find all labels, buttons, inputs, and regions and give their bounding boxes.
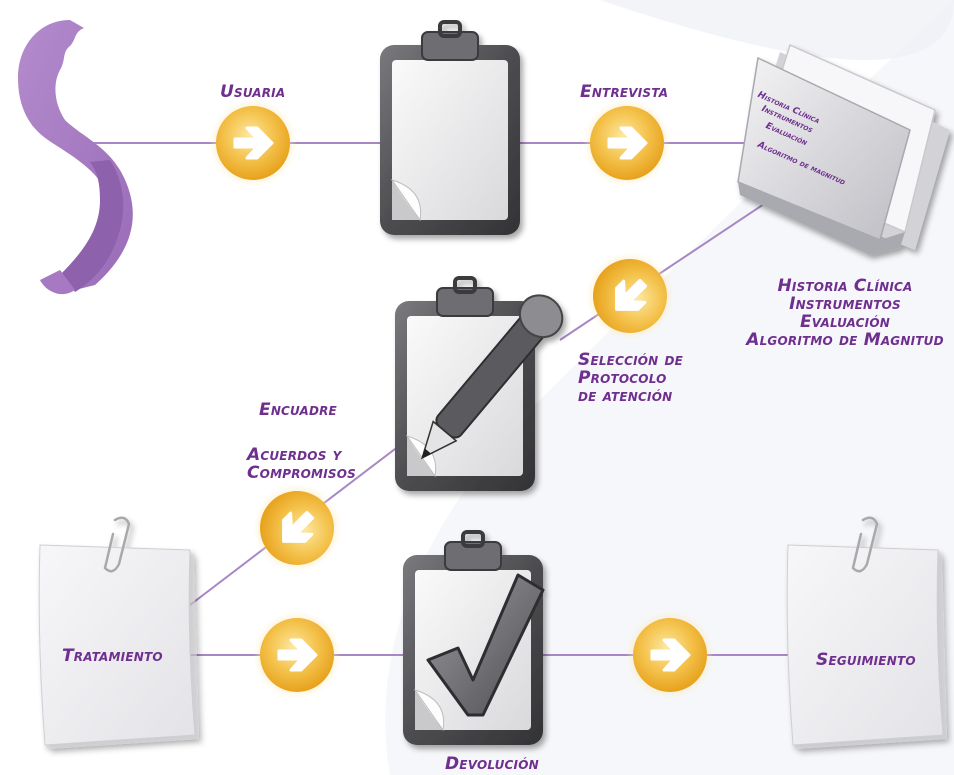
clipboard-icon [380,22,520,235]
label-historia-line-4: Algoritmo de Magnitud [745,331,945,349]
label-seleccion-line-1: Selección de [578,351,683,369]
arrow-right-icon [253,611,341,699]
label-historia-line-3: Evaluación [745,313,945,331]
arrow-right-icon [583,99,671,187]
pinned-note-icon [39,518,199,749]
label-acuerdos-line-1: Acuerdos y [247,446,356,464]
label-seleccion-protocolo: Selección de Protocolo de atención [578,351,683,405]
label-seguimiento: Seguimiento [816,651,916,669]
label-historia-clinica: Historia Clínica Instrumentos Evaluación… [745,277,945,349]
clipboard-check-icon [403,532,543,745]
label-acuerdos: Acuerdos y Compromisos [247,446,356,482]
label-entrevista: Entrevista [580,83,668,101]
woman-ribbon-icon [18,20,133,294]
label-devolucion: Devolución [445,755,539,773]
arrow-right-icon [626,611,714,699]
arrow-down-left-icon [235,466,359,590]
label-seleccion-line-3: de atención [578,387,683,405]
label-encuadre: Encuadre [259,401,337,419]
label-historia-line-2: Instrumentos [745,295,945,313]
label-tratamiento: Tratamiento [62,647,163,665]
label-acuerdos-line-2: Compromisos [247,464,356,482]
label-usuaria: Usuaria [220,83,285,101]
pinned-note-icon [787,518,947,749]
label-seleccion-line-2: Protocolo [578,369,683,387]
arrow-right-icon [209,99,297,187]
label-historia-line-1: Historia Clínica [745,277,945,295]
